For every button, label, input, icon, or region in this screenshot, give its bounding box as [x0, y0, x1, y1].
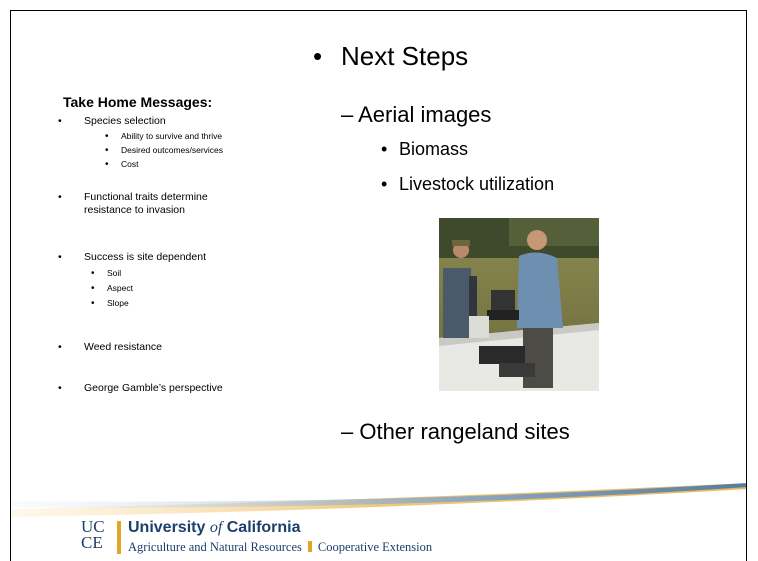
title-text: Next Steps [341, 41, 469, 71]
right-subitem-livestock: •Livestock utilization [381, 174, 555, 194]
title-bullet: • [313, 41, 323, 71]
left-item-functional-traits: •Functional traits determine resistance … [58, 191, 208, 216]
left-subitem: •Ability to survive and thrive [105, 131, 223, 142]
left-item-gamble: •George Gamble’s perspective [58, 382, 223, 394]
bullet: • [58, 115, 62, 127]
slide: • Next Steps Take Home Messages: •Species… [10, 10, 747, 561]
left-subitem: •Desired outcomes/services [105, 145, 224, 156]
logo-monogram: UC CE [81, 517, 105, 552]
take-home-heading: Take Home Messages: [63, 94, 213, 110]
left-subitem: •Slope [91, 298, 129, 309]
left-item-species-selection: •Species selection [58, 115, 166, 127]
footer-swoosh [11, 483, 746, 517]
left-subitem: •Aspect [91, 283, 133, 294]
field-photo [439, 218, 599, 391]
left-subitem: •Soil [91, 268, 122, 279]
left-subitem: •Cost [105, 159, 139, 170]
logo-separator [307, 541, 312, 552]
right-item-other-rangeland: – Other rangeland sites [341, 419, 570, 444]
right-item-aerial-images: – Aerial images [341, 102, 492, 127]
logo-university-name: University of California [128, 519, 301, 536]
right-subitem-biomass: •Biomass [381, 139, 469, 159]
slide-title: • Next Steps [313, 41, 468, 72]
left-item-weed-resistance: •Weed resistance [58, 341, 163, 353]
left-item-site-dependent: •Success is site dependent [58, 251, 206, 263]
logo-gold-bar [117, 521, 121, 554]
